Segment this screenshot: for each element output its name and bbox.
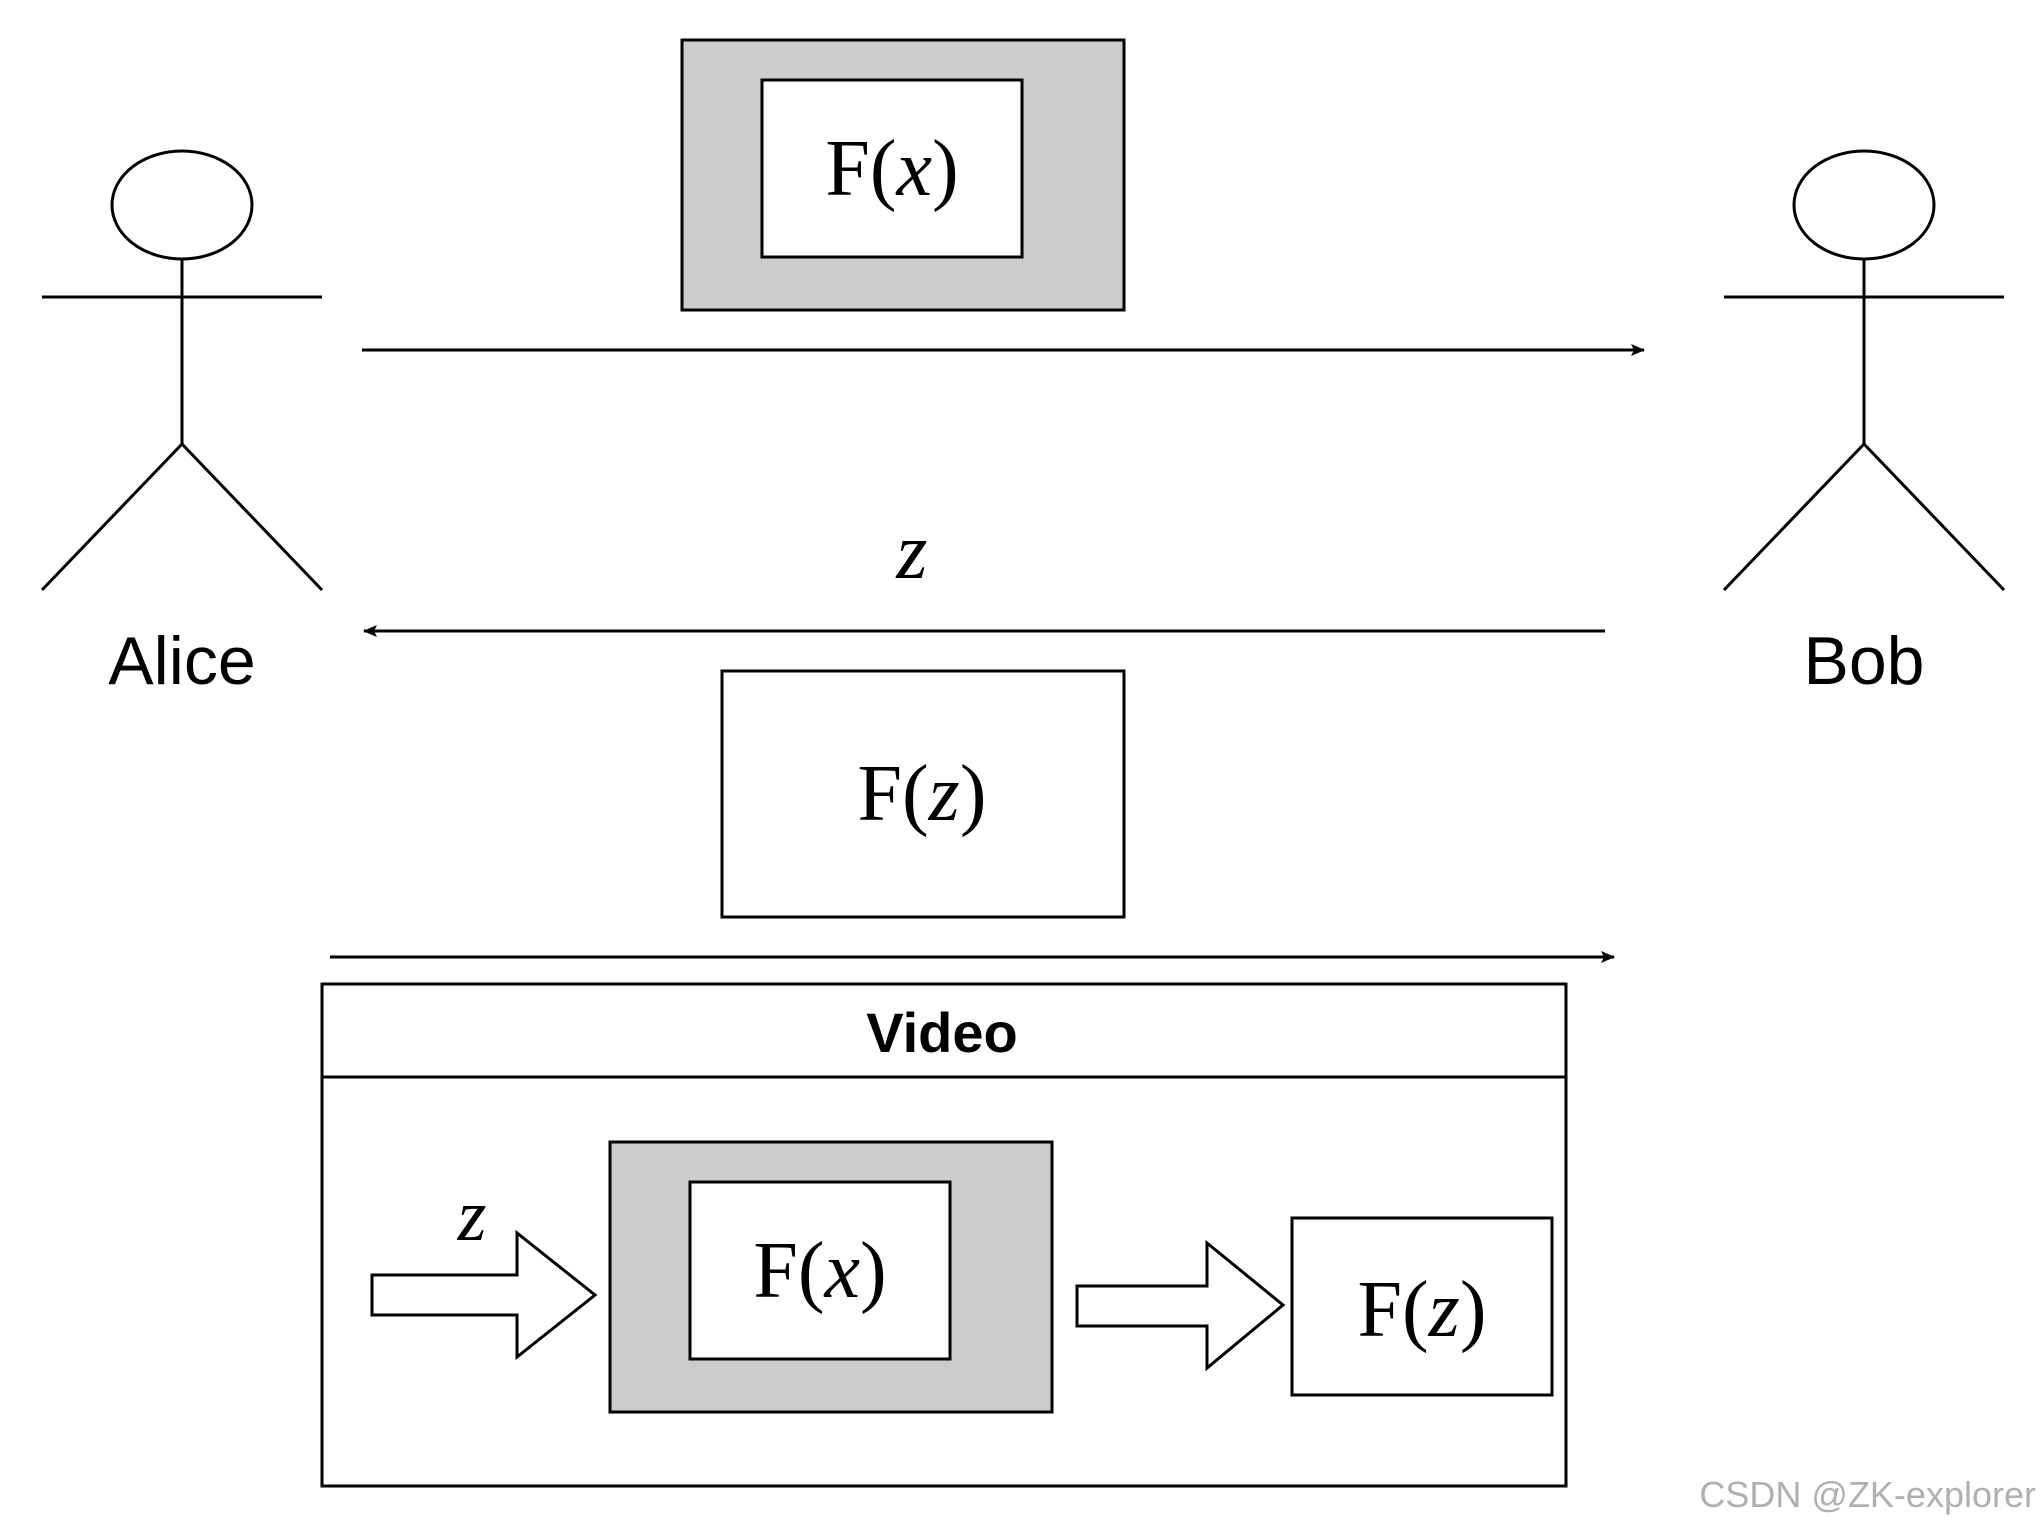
bob-label: Bob <box>1804 623 1925 699</box>
response-box <box>720 669 1126 919</box>
challenge-label: z <box>895 508 927 596</box>
bob-left-leg <box>1722 442 1866 592</box>
alice-label: Alice <box>108 623 255 699</box>
commitment-close-paren: ) <box>932 125 959 213</box>
video-output-open-paren: ( <box>1402 1266 1429 1354</box>
video-panel: Video z F(x) F(z) <box>320 982 1568 1488</box>
video-output-close-paren: ) <box>1460 1266 1487 1354</box>
video-process-close-paren: ) <box>860 1227 887 1315</box>
video-output-var: z <box>1428 1266 1460 1354</box>
response-message: F(z) <box>330 669 1615 963</box>
response-close-paren: ) <box>960 750 987 838</box>
response-func: F <box>858 750 903 838</box>
response-open-paren: ( <box>902 750 929 838</box>
alice-head <box>110 149 254 261</box>
watermark-text: CSDN @ZK-explorer <box>1699 1474 2036 1515</box>
response-formula: F(z) <box>858 750 987 838</box>
bob-head <box>1792 149 1936 261</box>
alice-left-leg <box>40 442 184 592</box>
actor-alice: Alice <box>40 149 324 699</box>
video-output-box <box>1290 1216 1554 1397</box>
bob-right-leg <box>1862 442 2006 592</box>
video-input-arrow <box>370 1229 598 1361</box>
video-process-func: F <box>753 1227 798 1315</box>
actor-bob: Bob <box>1722 149 2006 699</box>
video-output-func: F <box>1358 1266 1403 1354</box>
video-process-var: x <box>823 1227 860 1315</box>
commitment-open-paren: ( <box>870 125 897 213</box>
commitment-message: F(x) <box>362 38 1645 356</box>
video-input-label: z <box>457 1175 487 1257</box>
video-output-arrow <box>1075 1239 1286 1372</box>
video-process-open-paren: ( <box>798 1227 825 1315</box>
commitment-var: x <box>895 125 932 213</box>
commitment-func: F <box>825 125 870 213</box>
video-panel-title: Video <box>866 1001 1017 1064</box>
video-process-formula: F(x) <box>753 1227 886 1315</box>
video-process-inner-box <box>688 1180 952 1361</box>
video-output-formula: F(z) <box>1358 1266 1487 1354</box>
commitment-inner-box <box>760 78 1024 259</box>
alice-right-leg <box>180 442 324 592</box>
response-var: z <box>928 750 960 838</box>
commitment-formula: F(x) <box>825 125 958 213</box>
challenge-message: z <box>363 508 1605 637</box>
